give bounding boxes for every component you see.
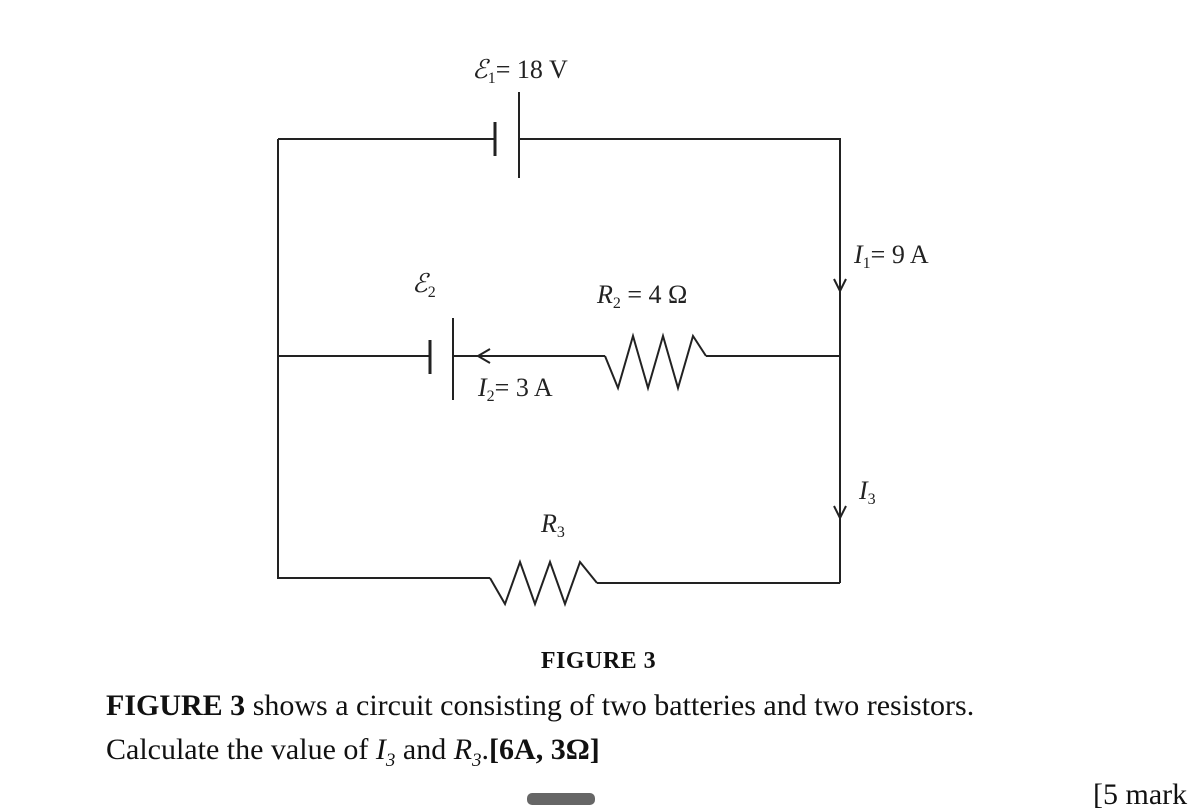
emf1-label: ℰ1= 18 V — [472, 55, 568, 87]
arrow-i1 — [833, 278, 847, 294]
marks-label: [5 mark — [1093, 778, 1188, 811]
resistor-r3 — [489, 559, 598, 607]
r3-symbol: R3 — [453, 733, 482, 771]
question-line-2-text: Calculate the value of — [106, 733, 376, 766]
figure-reference: FIGURE 3 — [106, 689, 246, 722]
question-text: FIGURE 3 shows a circuit consisting of t… — [106, 684, 974, 783]
resistor-r2 — [604, 332, 707, 392]
question-line-1: FIGURE 3 shows a circuit consisting of t… — [106, 684, 974, 728]
i2-label: I2= 3 A — [477, 373, 553, 405]
circuit-diagram: ℰ1= 18 V ℰ2 R2 = 4 Ω I1= 9 A I2= 3 A I3 … — [277, 55, 929, 607]
arrow-i2 — [476, 348, 491, 364]
question-line-1-text: shows a circuit consisting of two batter… — [245, 689, 975, 722]
answer-text: [6A, 3Ω] — [489, 733, 600, 766]
emf2-label: ℰ2 — [412, 269, 436, 301]
and-text: and — [395, 733, 454, 766]
figure-caption: FIGURE 3 — [540, 648, 657, 674]
r2-label: R2 = 4 Ω — [596, 280, 687, 312]
question-line-2: Calculate the value of I3 and R3.[6A, 3Ω… — [106, 728, 974, 783]
period: . — [481, 733, 490, 766]
wire-top-right — [519, 138, 841, 356]
r3-label: R3 — [540, 509, 565, 541]
wire-left — [277, 139, 490, 579]
i3-label: I3 — [858, 476, 876, 508]
scroll-handle[interactable] — [527, 793, 595, 805]
arrow-i3 — [833, 505, 847, 521]
i3-symbol: I3 — [375, 733, 396, 771]
i1-label: I1= 9 A — [853, 240, 929, 272]
